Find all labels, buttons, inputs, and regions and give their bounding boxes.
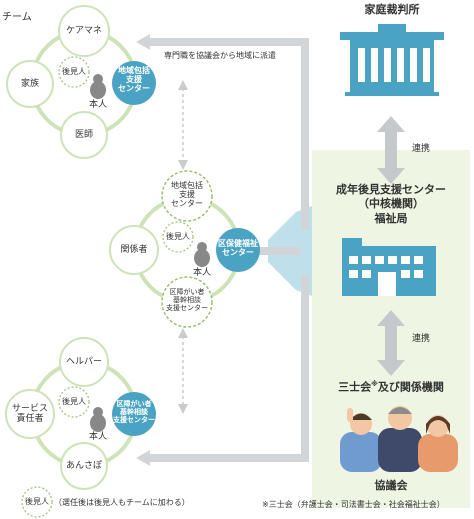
link-label-1: 連携 [412,144,431,154]
court-building-icon [340,24,444,96]
council-members-label: 三士会※及び関係機関 [338,380,444,394]
node-regional-support: 地域包括 支援 センター [171,181,203,209]
link-arrow-1 [377,116,405,184]
team-label: チーム [2,12,32,23]
center-mid: 区保健福祉 センター [218,239,258,258]
person-label-mid: 本人 [192,268,211,278]
center-bot: 区障がい者 基幹相談 支援センター [113,400,155,425]
legend-note: （選任後は後見人もチームに加わる） [54,498,190,507]
node-service-manager: サービス 責任者 [11,404,48,425]
node-helper: ヘルパー [65,357,102,367]
node-ansapo: あんさぽ [65,461,102,471]
guardian-label-mid: 後見人 [166,232,190,241]
node-family: 家族 [20,79,39,89]
node-stakeholders: 関係者 [120,245,148,255]
footnote: ※三士会（弁護士会・司法書士会・社会福祉士会） [262,500,445,509]
node-doctor: 医師 [74,130,93,140]
node-disability-support-mid: 区障がい者 基幹相談 支援センター [166,288,208,313]
dispatch-label: 専門職を協議会から地域に派遣 [164,51,276,60]
guardian-label: 後見人 [62,67,86,76]
link-arrow-2 [377,310,405,376]
person-label: 本人 [88,100,107,110]
center-top: 地域包括 支援 センター [118,66,150,94]
court-label: 家庭裁判所 [364,3,420,16]
legend-guardian-badge: 後見人 [25,497,49,506]
center-org: 成年後見支援センター （中核機関） 福祉局 [336,183,446,225]
link-label-2: 連携 [412,334,431,344]
bureau-building-icon [342,238,436,296]
node-care-manager: ケアマネ [65,26,102,36]
person-label-bot: 本人 [88,432,107,442]
council-people-illustration [340,406,458,472]
arrow-to-bot-team [150,275,309,462]
arrow-to-top-team [150,38,309,230]
guardian-label-bot: 後見人 [62,397,86,406]
council-name: 協議会 [374,479,408,492]
